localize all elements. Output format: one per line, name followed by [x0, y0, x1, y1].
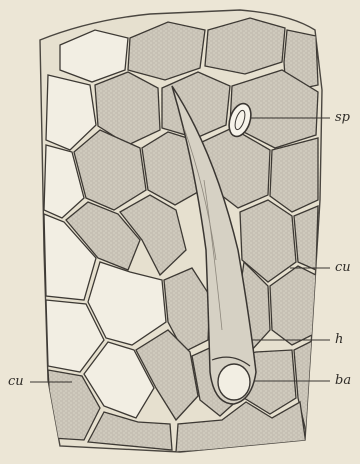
label-cu-right: cu [335, 261, 351, 274]
label-cu-left: cu [8, 375, 24, 388]
label-h: h [335, 333, 343, 346]
hair-base [218, 364, 250, 400]
label-sp: sp [335, 111, 350, 124]
label-ba: ba [335, 374, 351, 387]
